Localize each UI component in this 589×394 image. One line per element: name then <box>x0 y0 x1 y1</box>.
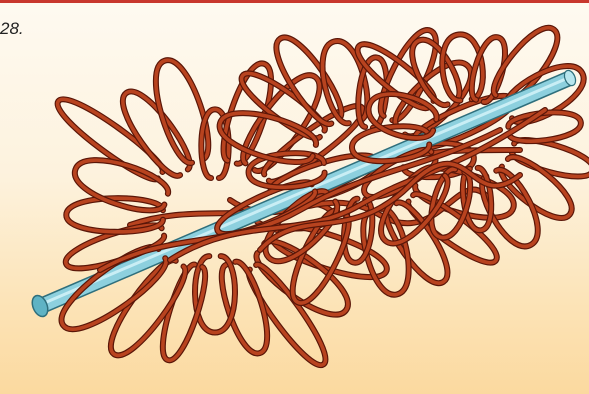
figure-panel: 28. <box>0 0 589 394</box>
crochet-illustration <box>0 0 589 394</box>
